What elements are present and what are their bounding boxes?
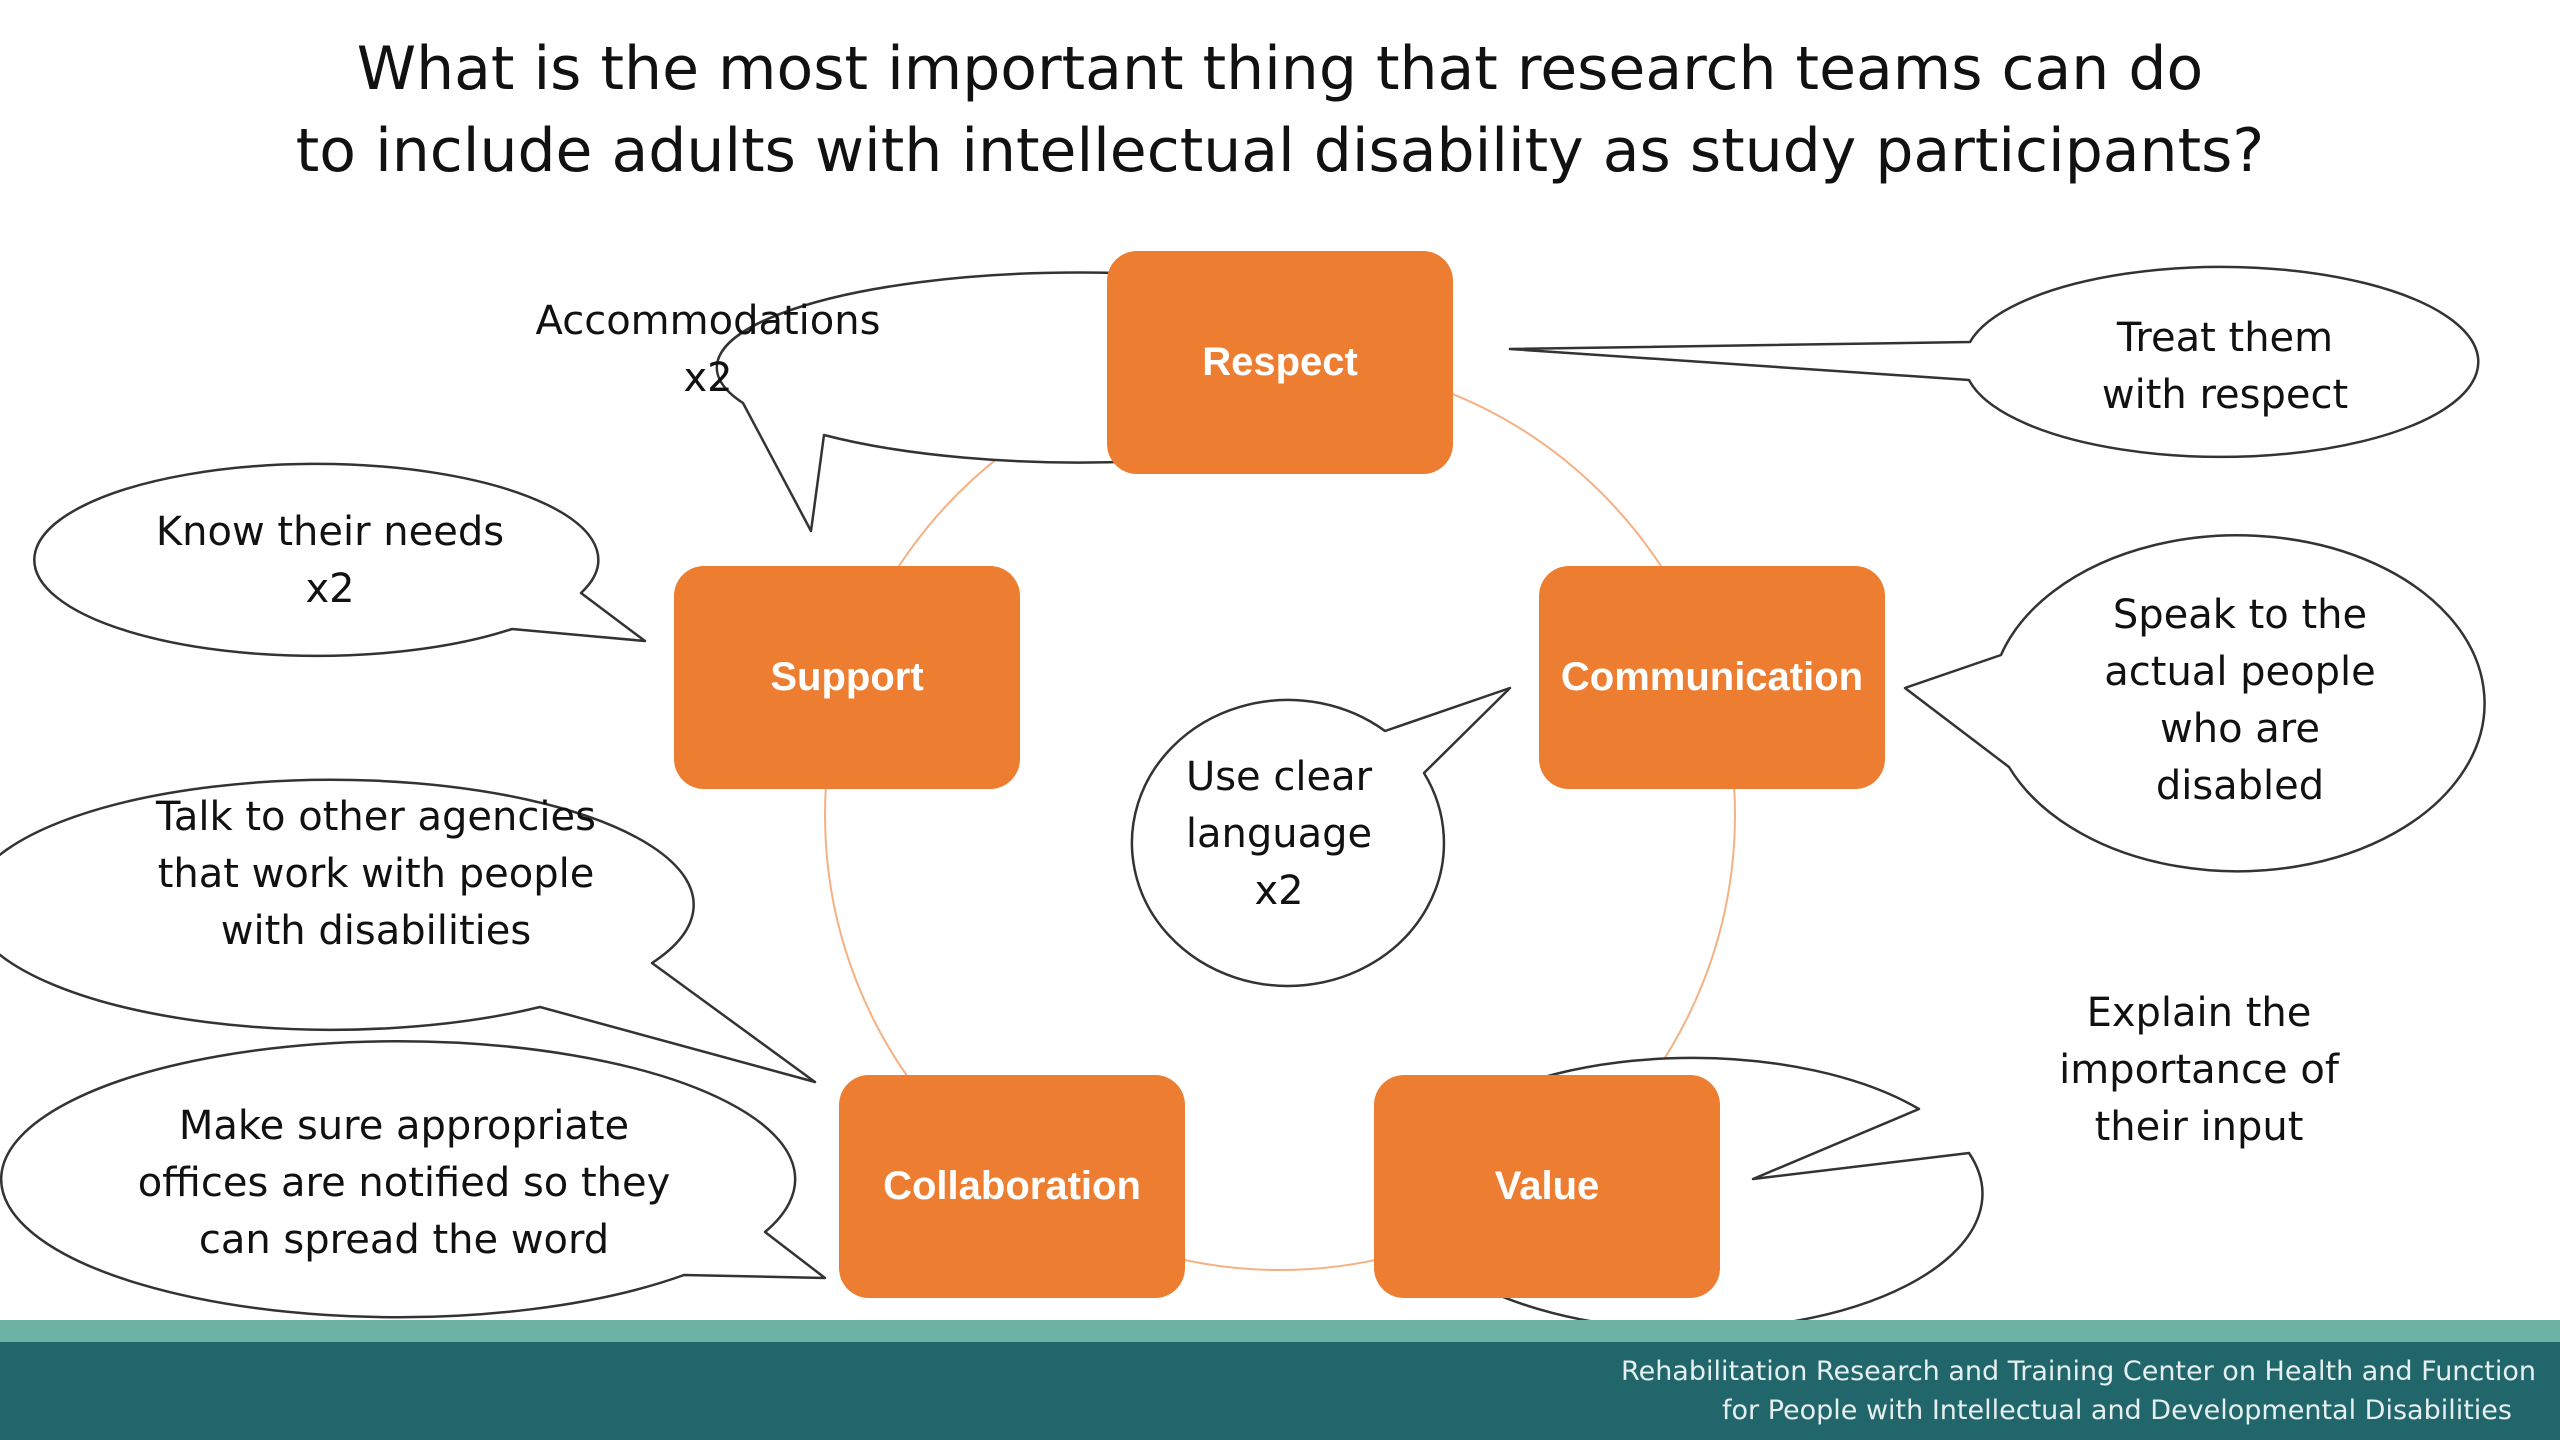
speech-bubble-offices-notified bbox=[0, 1039, 827, 1319]
bubble-line: Make sure appropriate bbox=[178, 1102, 630, 1149]
node-collaboration-label: Collaboration bbox=[883, 1164, 1141, 1208]
speech-bubble-speak-people bbox=[1903, 534, 2486, 873]
bubble-line: can spread the word bbox=[198, 1216, 610, 1263]
node-collaboration: Collaboration bbox=[839, 1075, 1185, 1298]
bubble-line: that work with people bbox=[157, 850, 595, 897]
node-communication: Communication bbox=[1539, 566, 1885, 789]
speech-bubble-talk-agencies bbox=[0, 778, 817, 1084]
title-line-2: to include adults with intellectual disa… bbox=[295, 116, 2265, 186]
speech-bubble-know-needs bbox=[33, 462, 647, 658]
title-line-1: What is the most important thing that re… bbox=[356, 34, 2204, 104]
bubble-line: x2 bbox=[305, 566, 355, 612]
bubble-line: x2 bbox=[683, 355, 733, 401]
bubble-line: who are bbox=[2160, 706, 2320, 752]
bubble-text-talk-agencies: Talk to other agencies that work with pe… bbox=[76, 784, 676, 964]
node-respect: Respect bbox=[1107, 251, 1453, 474]
node-value-label: Value bbox=[1494, 1164, 1600, 1208]
bubble-line: actual people bbox=[2104, 649, 2376, 695]
bubble-line: Use clear bbox=[1185, 753, 1373, 800]
bubble-text-know-needs: Know their needs x2 bbox=[80, 491, 580, 631]
bubble-line: Accommodations bbox=[535, 298, 881, 344]
bubble-line: Treat them bbox=[2116, 315, 2334, 361]
node-value: Value bbox=[1374, 1075, 1720, 1298]
bubble-line: x2 bbox=[1254, 867, 1304, 914]
footer-credit: Rehabilitation Research and Training Cen… bbox=[1560, 1352, 2560, 1430]
speech-bubble-treat-respect bbox=[1508, 265, 2480, 459]
bubble-text-treat-respect: Treat them with respect bbox=[1975, 297, 2475, 437]
node-support: Support bbox=[674, 566, 1020, 789]
bubble-line: Speak to the bbox=[2112, 592, 2368, 638]
node-respect-label: Respect bbox=[1202, 340, 1358, 384]
bubble-line: language bbox=[1185, 810, 1373, 857]
bubble-text-speak-people: Speak to the actual people who are disab… bbox=[2040, 583, 2440, 819]
bubble-line: Talk to other agencies bbox=[156, 793, 596, 840]
bubble-line: their input bbox=[2094, 1103, 2304, 1150]
footer-band bbox=[0, 1342, 2560, 1440]
bubble-line: with respect bbox=[2101, 372, 2349, 418]
bubble-text-clear-language: Use clear language x2 bbox=[1129, 744, 1429, 924]
bubble-line: disabled bbox=[2155, 763, 2325, 809]
bubble-line: offices are notified so they bbox=[137, 1159, 671, 1206]
footer-line-2: for People with Intellectual and Develop… bbox=[1721, 1395, 2512, 1426]
footer-accent-stripe bbox=[0, 1320, 2560, 1342]
page-title: What is the most important thing that re… bbox=[0, 28, 2560, 192]
footer-line-1: Rehabilitation Research and Training Cen… bbox=[1621, 1356, 2536, 1387]
node-communication-label: Communication bbox=[1560, 655, 1864, 699]
bubble-text-explain-input: Explain the importance of their input bbox=[1899, 980, 2499, 1160]
bubble-text-offices-notified: Make sure appropriate offices are notifi… bbox=[34, 1093, 774, 1273]
bubble-line: Know their needs bbox=[155, 509, 505, 555]
node-support-label: Support bbox=[770, 655, 924, 699]
speech-bubble-clear-language bbox=[1130, 686, 1512, 988]
bubble-text-accommodations: Accommodations x2 bbox=[458, 280, 958, 420]
bubble-line: with disabilities bbox=[220, 907, 532, 954]
bubble-line: Explain the bbox=[2086, 989, 2312, 1036]
bubble-line: importance of bbox=[2059, 1046, 2339, 1093]
